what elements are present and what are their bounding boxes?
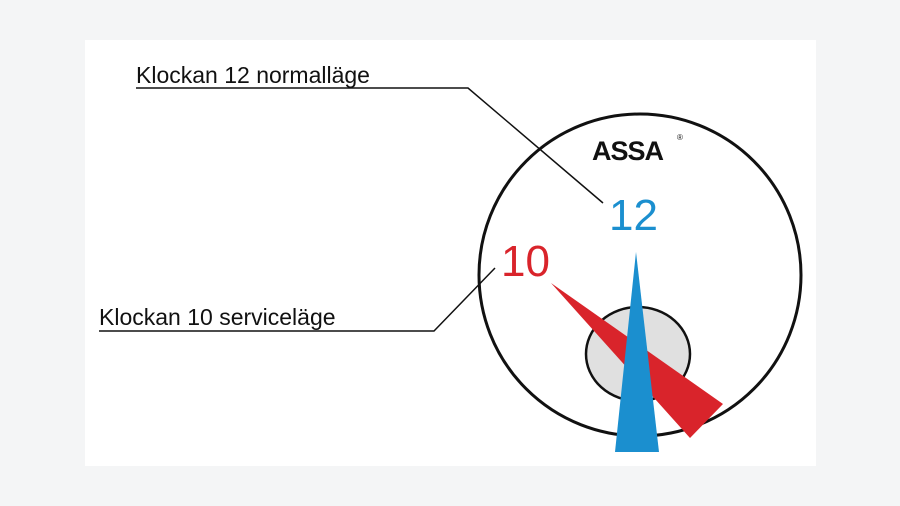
page-bottom-margin bbox=[540, 466, 760, 506]
registered-mark: ® bbox=[677, 133, 683, 142]
card-bottom-edge bbox=[540, 452, 760, 466]
blue-pointer-icon bbox=[615, 252, 659, 452]
callout-normal: Klockan 12 normalläge bbox=[136, 62, 604, 204]
normal-position-number: 12 bbox=[609, 191, 658, 240]
callout-normal-label: Klockan 12 normalläge bbox=[136, 62, 370, 88]
brand-logo: ASSA bbox=[592, 136, 664, 166]
service-position-number: 10 bbox=[501, 237, 550, 286]
callout-service-leader bbox=[99, 267, 496, 332]
callout-normal-leader bbox=[136, 87, 604, 204]
callout-service-label: Klockan 10 serviceläge bbox=[99, 304, 336, 330]
callout-service: Klockan 10 serviceläge bbox=[99, 267, 496, 332]
